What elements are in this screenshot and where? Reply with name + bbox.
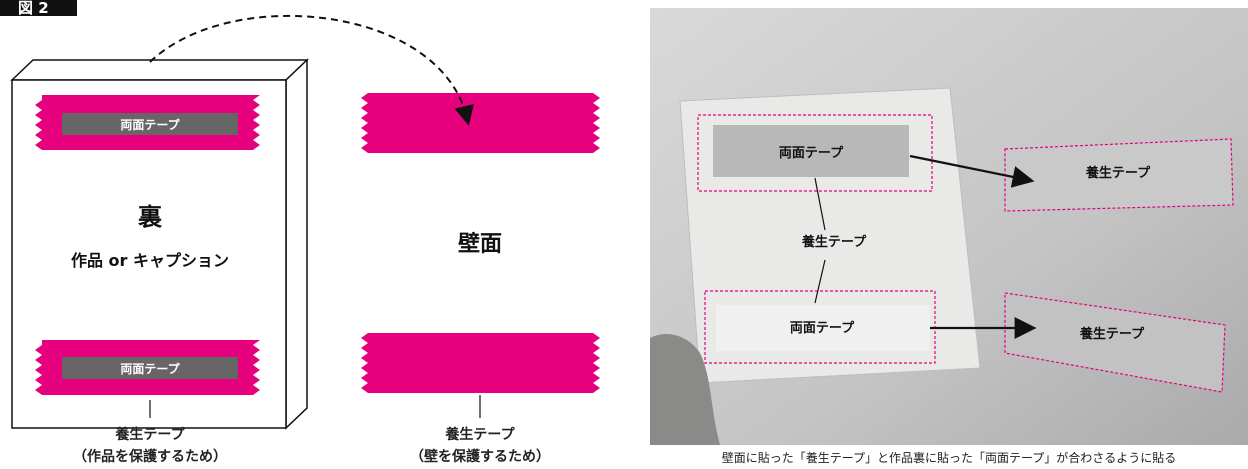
photo-leader-down bbox=[814, 259, 826, 304]
dashed-arrow bbox=[149, 15, 474, 126]
wall-tape-top bbox=[361, 93, 600, 153]
photo-wall-tape-upper-label: 養生テープ bbox=[1085, 165, 1151, 181]
photo-center-label: 養生テープ bbox=[801, 234, 867, 250]
double-sided-tape-top bbox=[62, 113, 238, 135]
caption-left-line1: 養生テープ bbox=[115, 427, 185, 443]
box-back-title: 裏 bbox=[137, 203, 163, 231]
photo-hand bbox=[650, 333, 720, 445]
photo-tape-lower-label: 両面テープ bbox=[790, 321, 855, 336]
photo-tape-upper bbox=[713, 125, 909, 177]
caption-right: 養生テープ （壁を保護するため） bbox=[380, 424, 580, 468]
photo-wall-tape-upper bbox=[1004, 138, 1234, 212]
caption-left: 養生テープ （作品を保護するため） bbox=[50, 424, 250, 468]
photo-arrow-upper bbox=[909, 154, 1035, 188]
diagram-illustration: 両面テープ 両面テープ 裏 作品 or キャプション 壁面 bbox=[10, 15, 600, 430]
photo-tape-upper-frame bbox=[697, 114, 933, 192]
photo-tape-upper-label: 両面テープ bbox=[779, 146, 844, 161]
caption-right-line1: 養生テープ bbox=[445, 427, 515, 443]
caption-left-line2: （作品を保護するため） bbox=[73, 449, 227, 465]
photo-tape-lower bbox=[716, 305, 930, 351]
wall-tape-bottom bbox=[361, 333, 600, 393]
double-tape-bottom-label: 両面テープ bbox=[120, 361, 180, 376]
photo-caption: 壁面に貼った「養生テープ」と作品裏に貼った「両面テープ」が合わさるように貼る bbox=[721, 451, 1177, 465]
caption-right-line2: （壁を保護するため） bbox=[410, 449, 550, 465]
figure-label: 図 2 bbox=[0, 0, 77, 16]
wall-label: 壁面 bbox=[458, 231, 502, 257]
photo-leader-up bbox=[814, 177, 826, 231]
double-tape-top-label: 両面テープ bbox=[120, 117, 180, 132]
photo-wall-tape-lower bbox=[1004, 292, 1226, 393]
photo-illustration: 両面テープ 両面テープ 養生テープ 養生テープ 養生テープ bbox=[650, 8, 1248, 445]
box-back-subtitle: 作品 or キャプション bbox=[71, 251, 229, 270]
double-sided-tape-bottom bbox=[62, 357, 238, 379]
photo-wall-tape-lower-label: 養生テープ bbox=[1079, 326, 1145, 342]
